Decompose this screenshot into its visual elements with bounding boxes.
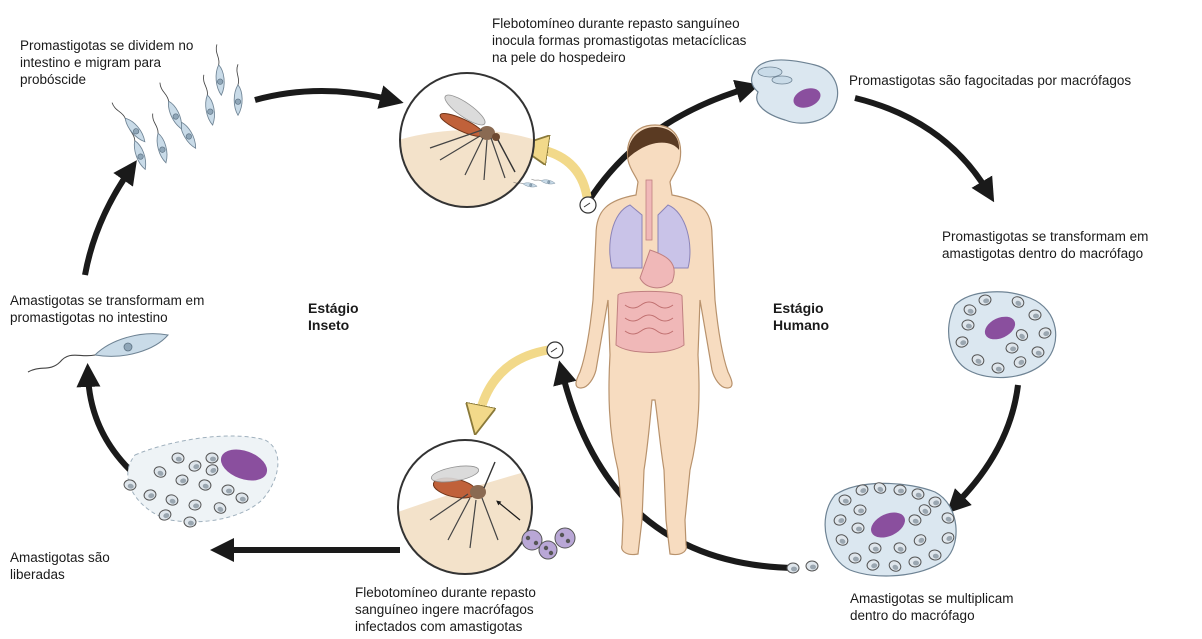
label-line: liberadas [10,566,110,583]
label-line: Flebotomíneo durante repasto sanguíneo [492,15,746,32]
promastigote-icon [213,44,225,96]
infected-macrophages-icon [522,528,575,559]
macrophage-icon [752,60,838,123]
macrophage-icon [949,292,1056,378]
stage-line: Estágio [773,300,829,317]
label-released: Amastigotas são liberadas [10,549,110,583]
mosquito-bottom-circle [398,440,532,575]
label-transform-in-gut: Amastigotas se transformam em promastigo… [10,292,204,326]
mosquito-top-circle [398,73,555,210]
label-bite-inoculate: Flebotomíneo durante repasto sanguíneo i… [492,15,746,66]
label-line: infectados com amastigotas [355,618,536,635]
label-line: sanguíneo ingere macrófagos [355,601,536,618]
label-line: intestino e migram para [20,54,193,71]
label-line: Promastigotas se dividem no [20,37,193,54]
promastigote-icon [109,100,148,144]
amastigote-icon [206,453,218,463]
yellow-arrow-top [533,148,587,197]
amastigote-icon [852,523,864,533]
inoculation-point-icon [580,197,596,213]
amastigote-icon [189,499,202,510]
arrow-to-mosquito-top [255,91,392,100]
released-amastigotes-icon [787,561,818,573]
label-line: Amastigotas se transformam em [10,292,204,309]
amastigote-icon [184,516,197,527]
macrophage-icon [825,481,956,576]
label-line: Amastigotas são [10,549,110,566]
label-line: promastigotas no intestino [10,309,204,326]
label-multiply: Amastigotas se multiplicam dentro do mac… [850,590,1014,624]
label-line: Promastigotas são fagocitadas por macróf… [849,72,1131,89]
feeding-point-icon [547,342,563,358]
stage-insect-label: Estágio Inseto [308,300,359,334]
label-line: amastigotas dentro do macrófago [942,245,1148,262]
amastigote-icon [849,552,862,563]
arrow-to-transform [855,98,988,192]
stage-line: Inseto [308,317,359,334]
arrow-to-transform-gut [88,375,130,470]
stage-line: Humano [773,317,829,334]
amastigote-icon [909,557,921,567]
label-line: dentro do macrófago [850,607,1014,624]
amastigotes-released-icon [123,436,278,528]
label-divide-migrate: Promastigotas se dividem no intestino e … [20,37,193,88]
promastigote-icon [200,74,217,126]
promastigote-icon [234,64,242,115]
label-line: Promastigotas se transformam em [942,228,1148,245]
label-line: inocula formas promastigotas metacíclica… [492,32,746,49]
amastigote-icon [854,504,867,515]
amastigote-icon [1029,310,1041,320]
arrow-to-multiply [955,385,1018,505]
label-line: probóscide [20,71,193,88]
amastigote-icon [894,485,906,495]
label-line: na pele do hospedeiro [492,49,746,66]
amastigote-icon [962,319,975,330]
amastigote-icon [1006,342,1019,353]
stage-line: Estágio [308,300,359,317]
label-line: Flebotomíneo durante repasto [355,584,536,601]
promastigote-icon [149,112,170,163]
amastigote-icon [222,485,234,495]
yellow-arrow-bottom [478,350,548,420]
label-transform-in-macrophage: Promastigotas se transformam em amastigo… [942,228,1148,262]
label-line: Amastigotas se multiplicam [850,590,1014,607]
stage-human-label: Estágio Humano [773,300,829,334]
promastigote-icon [28,334,168,372]
label-phagocytosed: Promastigotas são fagocitadas por macróf… [849,72,1131,89]
promastigote-icon [156,81,185,131]
arrow-to-divide [85,170,130,275]
label-bite-ingest: Flebotomíneo durante repasto sanguíneo i… [355,584,536,635]
